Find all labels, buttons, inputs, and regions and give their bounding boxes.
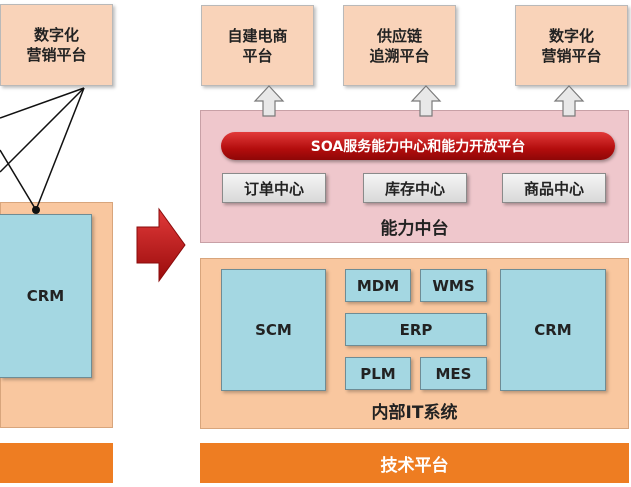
order-center-label: 订单中心 [243,179,304,198]
crm-label: CRM [534,321,572,339]
product-center-box: 商品中心 [502,173,606,203]
connector-line [0,87,85,173]
erp-label: ERP [399,320,433,339]
tech-platform-label: 技术平台 [380,455,449,476]
connector-line [0,149,37,211]
top-box-digital-marketing: 数字化 营销平台 [515,5,628,86]
mes-box: MES [420,357,487,390]
scm-box: SCM [221,269,326,391]
wms-label: WMS [432,276,475,295]
soa-bar-label: SOA服务能力中心和能力开放平台 [310,139,526,155]
soa-bar: SOA服务能力中心和能力开放平台 [221,132,615,160]
mdm-label: MDM [356,276,400,295]
connector-lines [0,87,85,214]
erp-box: ERP [345,313,487,346]
internal-it-label: 内部IT系统 [371,402,458,423]
scm-label: SCM [255,321,292,339]
plm-label: PLM [360,364,396,383]
connector-dot [32,206,40,214]
top-box-supply-chain-trace: 供应链 追溯平台 [343,5,456,86]
plm-box: PLM [345,357,411,390]
mes-label: MES [435,364,472,383]
top-box-self-ecommerce: 自建电商 平台 [201,5,314,86]
up-arrow-icon [410,85,442,117]
transition-arrow-icon [136,207,186,283]
tech-platform-bar: 技术平台 [200,443,629,483]
up-arrow-icon [553,85,585,117]
left-crm-box: CRM [0,214,92,378]
up-arrow-icon [253,85,285,117]
wms-box: WMS [420,269,487,302]
left-top-box-digital-marketing: 数字化 营销平台 [0,4,113,86]
left-tech-bar [0,443,113,483]
inventory-center-label: 库存中心 [384,179,445,198]
connector-line [35,87,85,211]
inventory-center-box: 库存中心 [363,173,467,203]
product-center-label: 商品中心 [523,179,584,198]
capability-platform-label: 能力中台 [380,218,449,239]
left-crm-label: CRM [26,287,65,305]
crm-box: CRM [500,269,606,391]
mdm-box: MDM [345,269,411,302]
order-center-box: 订单中心 [222,173,326,203]
connector-line [0,87,85,119]
